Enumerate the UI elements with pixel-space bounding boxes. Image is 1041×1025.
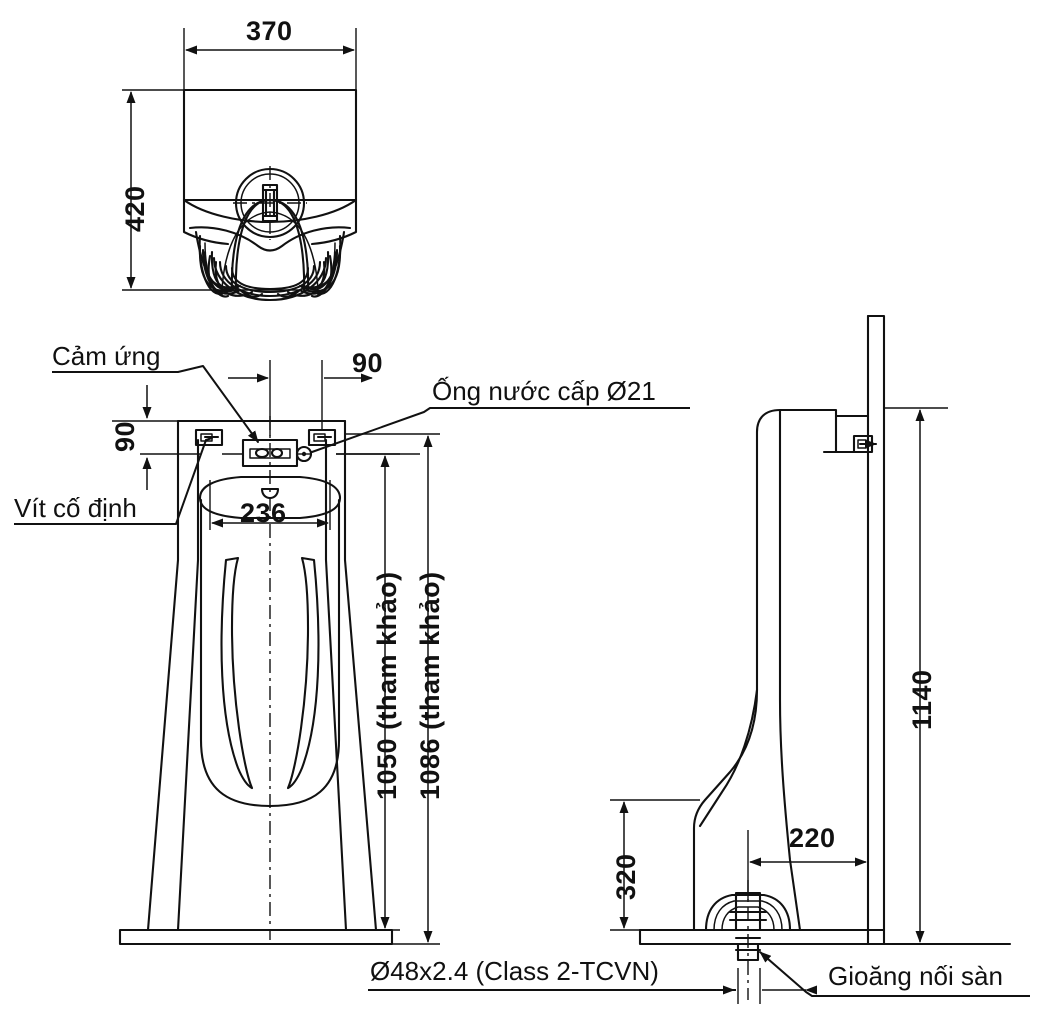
note-drain-pipe-spec: Ø48x2.4 (Class 2-TCVN) [370,956,659,986]
dimension-front-height-1050 [330,453,400,931]
dimension-front-bowl-width [209,480,331,530]
leader-water-supply [311,407,690,453]
dimension-front-sensor-offset [228,360,373,436]
callout-floor-gasket-label: Gioăng nối sàn [828,961,1003,991]
dimension-side-projection-220 [747,830,869,930]
dim-label-front-sensor-offset: 90 [352,348,384,378]
top-view-geometry [182,88,358,302]
dim-label-top-depth: 420 [120,185,150,232]
leader-fixing-screw [14,437,213,525]
dim-label-side-lip-height: 320 [611,853,641,900]
dimension-side-lip-320 [610,799,700,931]
leader-sensor [52,365,259,443]
dimension-front-screw-height [112,385,178,490]
callout-fixing-screw-label: Vít cố định [14,493,137,523]
dimension-top-width [183,28,357,95]
dim-label-front-height-1050: 1050 (tham khảo) [372,571,402,800]
callout-water-supply-label: Ống nước cấp Ø21 [432,376,656,406]
dim-label-front-screw-height: 90 [110,420,140,452]
leader-floor-gasket [737,951,1030,1004]
dim-label-front-height-1086: 1086 (tham khảo) [415,571,445,800]
side-view-geometry [638,314,1012,1000]
dim-label-side-projection: 220 [789,823,836,853]
dim-label-top-width: 370 [246,16,293,46]
callout-sensor-label: Cảm ứng [52,341,161,371]
dim-label-front-bowl-width: 236 [240,498,287,528]
dimension-side-height-1140 [884,407,948,945]
dim-label-side-height-1140: 1140 [907,669,937,730]
dimension-top-depth [122,89,300,291]
